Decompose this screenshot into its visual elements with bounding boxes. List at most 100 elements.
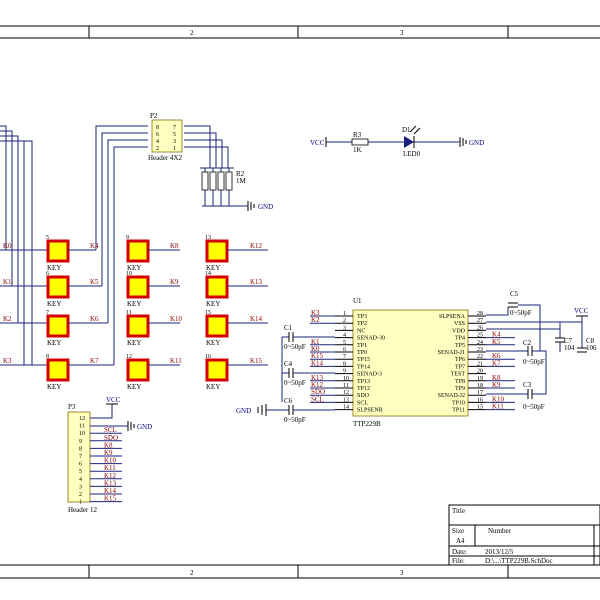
r2-ref: R2 [236,170,245,178]
ic-pin-number: 25 [477,333,483,339]
ic-pin-net: K10 [492,395,505,403]
p3-pin-number: 3 [79,484,82,490]
capacitors: C1 0~50pF C4 0~50pF C6 0~50pF GND C5 0~5… [236,290,597,424]
d1-name: LED0 [403,150,421,158]
key-label: KEY [47,264,61,272]
number-label: Number [488,527,512,535]
ic-pin-number: 17 [477,390,483,396]
ic-pin-name: TP6 [455,357,465,363]
ic-gnd-label: GND [236,407,251,415]
key-label: KEY [127,339,141,347]
ic-pin-number: 13 [343,397,349,403]
r2-value: 1M [236,177,247,185]
p2-name: Header 4X2 [148,154,183,162]
key-number: 13 [205,235,211,241]
key-switch: 11 KEY K10 [126,310,183,347]
ic-pin-name: SENAD-J2 [438,393,465,399]
ic-pin-name: TP14 [357,364,370,370]
ic-pin-name: SDO [357,393,370,399]
key-number: 8 [46,354,49,360]
c5-value: 0~50pF [510,309,532,317]
ic-pin-net: K6 [492,352,501,360]
ic-pin-net: K5 [492,338,501,346]
c7-value: 104 [564,344,575,352]
key-label: KEY [206,339,220,347]
ic-pin-name: SENAD-3 [357,372,382,378]
p2-pin: 7 [173,125,176,131]
p2-pin: 1 [173,146,176,152]
ic-pin-number: 15 [477,405,483,411]
p3-vcc-label: VCC [106,396,121,404]
ic-pin-number: 24 [477,340,483,346]
led-vcc-label: VCC [310,139,325,147]
p2-pin: 8 [156,125,159,131]
p2-pin: 4 [156,139,159,145]
file-value: D:\...\TTP229B.SchDoc [485,557,553,565]
header-p2: P2 Header 4X2 8 6 4 2 7 5 3 1 [95,112,229,365]
ic-pin-name: TP9 [455,386,465,392]
r3-ref: R3 [353,131,362,139]
border-col-3-bottom: 3 [400,569,404,577]
key-net: K7 [90,357,99,365]
ic-pin-number: 18 [477,383,483,389]
key-label: KEY [47,383,61,391]
ic-pin-number: 21 [477,361,483,367]
c7-ref: C7 [564,337,573,345]
ic-pin-number: 22 [477,354,483,360]
ic-pin-number: 27 [477,318,483,324]
d1-ref: D1 [402,126,411,134]
ic-pin-net: K2 [311,316,320,324]
key-switch: 6 KEY K5 [46,271,102,308]
p3-ref: P3 [68,403,76,411]
c8-ref: C8 [586,337,595,345]
ic-pin-name: SLPSENB [357,408,383,414]
ic-pin-name: TP13 [357,379,370,385]
c3-value: 0~50pF [523,403,545,411]
ic-pin-name: TP15 [357,357,370,363]
ic-pin-name: TP8 [455,379,465,385]
key-net: K10 [170,315,183,323]
ic-pin-number: 16 [477,397,483,403]
p3-pin-number: 2 [79,492,82,498]
p3-gnd-label: GND [137,423,152,431]
size-value: A4 [456,537,465,545]
key-number: 12 [126,354,132,360]
size-label: Size [452,527,464,535]
ic-pin-net: K7 [492,359,501,367]
c8-value: 106 [586,344,597,352]
ic-pin-number: 19 [477,376,483,382]
ic-pin-net: K13 [311,374,324,382]
key-pads: 5 KEY K4 9 KEY K8 13 KEY K12 6 KEY K5 [46,235,268,391]
border-col-2-bottom: 2 [190,569,194,577]
c4-ref: C4 [284,360,293,368]
p3-pin-net: K9 [104,449,113,457]
key-switch: 9 KEY K8 [126,235,180,272]
c1-ref: C1 [284,324,293,332]
key-label: KEY [127,383,141,391]
ic-pin-number: 6 [343,347,346,353]
p2-pin: 5 [173,132,176,138]
p3-pin-net: K11 [104,464,116,472]
p3-pin-number: 8 [79,446,82,452]
p3-name: Header 12 [68,506,97,514]
key-label: KEY [127,264,141,272]
p3-pin-net: K13 [104,479,117,487]
ic-pin-name: TP5 [455,343,465,349]
ic-pin-net: K1 [311,338,320,346]
ic-pin-net: K3 [311,309,320,317]
ic-pin-name: TP0 [357,350,367,356]
key-label: KEY [127,300,141,308]
resistor-pack-r2: R2 1M GND [200,167,273,211]
p2-ref: P2 [150,112,158,120]
key-switch: 7 KEY K6 [46,310,108,347]
key-switch: 13 KEY K12 [205,235,268,272]
key-switch: 14 KEY K13 [205,271,268,308]
c6-ref: C6 [284,397,293,405]
date-value: 2013/12/5 [485,548,514,556]
ic-pin-name: TP1 [357,343,367,349]
ic-pin-name: TP10 [452,400,465,406]
key-switch: 8 KEY K7 [46,354,114,391]
